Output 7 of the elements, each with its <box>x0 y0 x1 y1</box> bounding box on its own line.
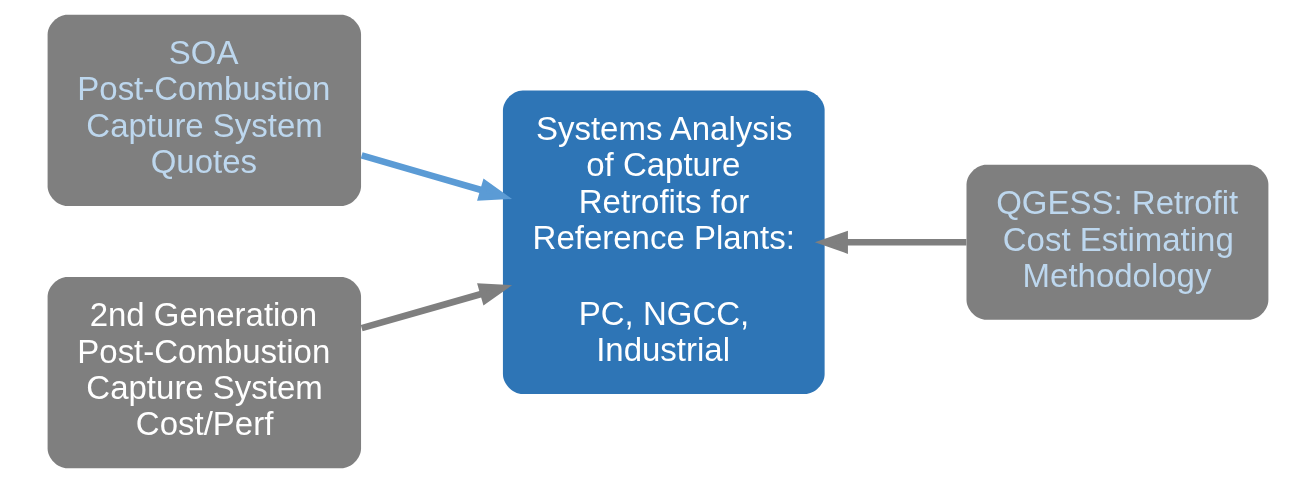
node-box: SOA Post-Combustion Capture System Quotes <box>47 14 361 207</box>
node-box: 2nd Generation Post-Combustion Capture System Cost/Perf <box>47 276 361 469</box>
arrow <box>360 152 512 201</box>
node-box: Systems Analysis of Capture Retrofits for Reference Plants: PC, NGCC, Industrial <box>502 90 825 395</box>
arrow <box>814 230 966 254</box>
arrow <box>360 283 512 332</box>
node-box: QGESS: Retrofit Cost Estimating Methodology <box>966 164 1268 320</box>
